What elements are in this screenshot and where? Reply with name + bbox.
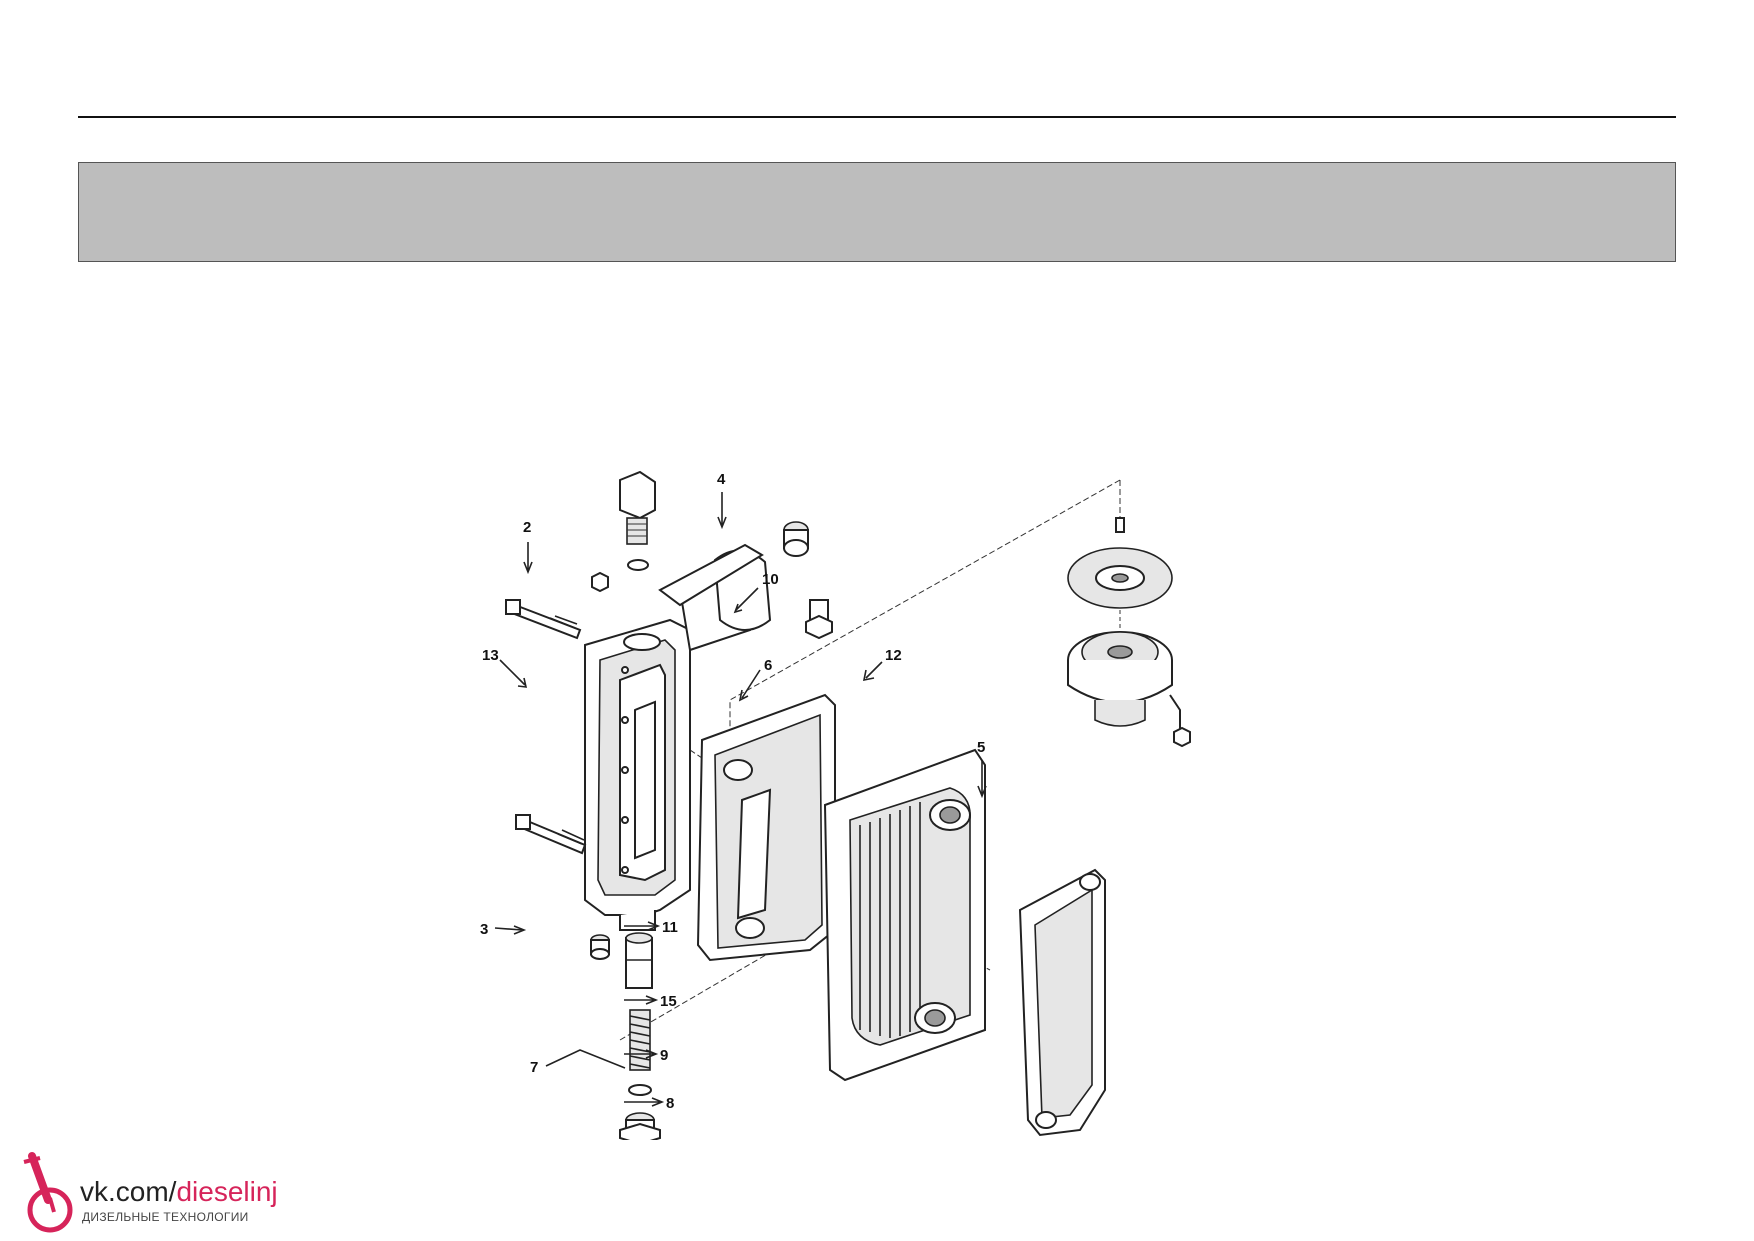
plug-2 [591, 571, 609, 593]
callout-15: 15 [660, 993, 677, 1010]
callout-2: 2 [523, 519, 531, 536]
fitting-10 [805, 599, 833, 640]
title-bar [78, 162, 1676, 262]
watermark-accent: dieselinj [176, 1176, 278, 1207]
bolt-1 [515, 814, 587, 855]
callout-7: 7 [530, 1059, 538, 1076]
callout-arrows [494, 492, 987, 1107]
callout-8: 8 [666, 1095, 674, 1112]
watermark: vk.com/dieselinj ДИЗЕЛЬНЫЕ ТЕХНОЛОГИИ [14, 1150, 314, 1236]
callout-5: 5 [977, 739, 985, 756]
exploded-parts-diagram: 14 2 4 10 13 6 12 1 5 3 11 15 9 7 8 [480, 470, 1240, 1140]
callout-11: 11 [662, 919, 678, 936]
spring-15 [629, 1009, 651, 1071]
o-ring-9 [628, 1084, 652, 1096]
callout-3: 3 [480, 921, 488, 938]
callout-13: 13 [482, 647, 499, 664]
callout-9: 9 [660, 1047, 668, 1064]
plug-top [619, 470, 656, 571]
gasket-5 [1018, 868, 1106, 1137]
watermark-url: vk.com/dieselinj [80, 1178, 278, 1206]
callout-10: 10 [762, 571, 779, 588]
plug-4 [783, 521, 809, 557]
header-rule [78, 116, 1676, 118]
callout-12: 12 [885, 647, 902, 664]
leader-lines [619, 479, 1121, 1041]
callout-4: 4 [717, 471, 726, 488]
plug-3 [590, 934, 610, 960]
callout-6: 6 [764, 657, 772, 674]
bolt-14 [505, 599, 582, 640]
watermark-prefix: vk.com/ [80, 1176, 177, 1207]
valve-11 [625, 932, 653, 989]
thermostat-assembly [1067, 517, 1191, 748]
watermark-subtitle: ДИЗЕЛЬНЫЕ ТЕХНОЛОГИИ [82, 1210, 249, 1224]
oil-cooler-12 [823, 748, 986, 1082]
injector-logo-icon [23, 1152, 73, 1233]
gasket-6 [696, 693, 836, 962]
plug-8 [619, 1112, 661, 1140]
housing [584, 543, 772, 931]
